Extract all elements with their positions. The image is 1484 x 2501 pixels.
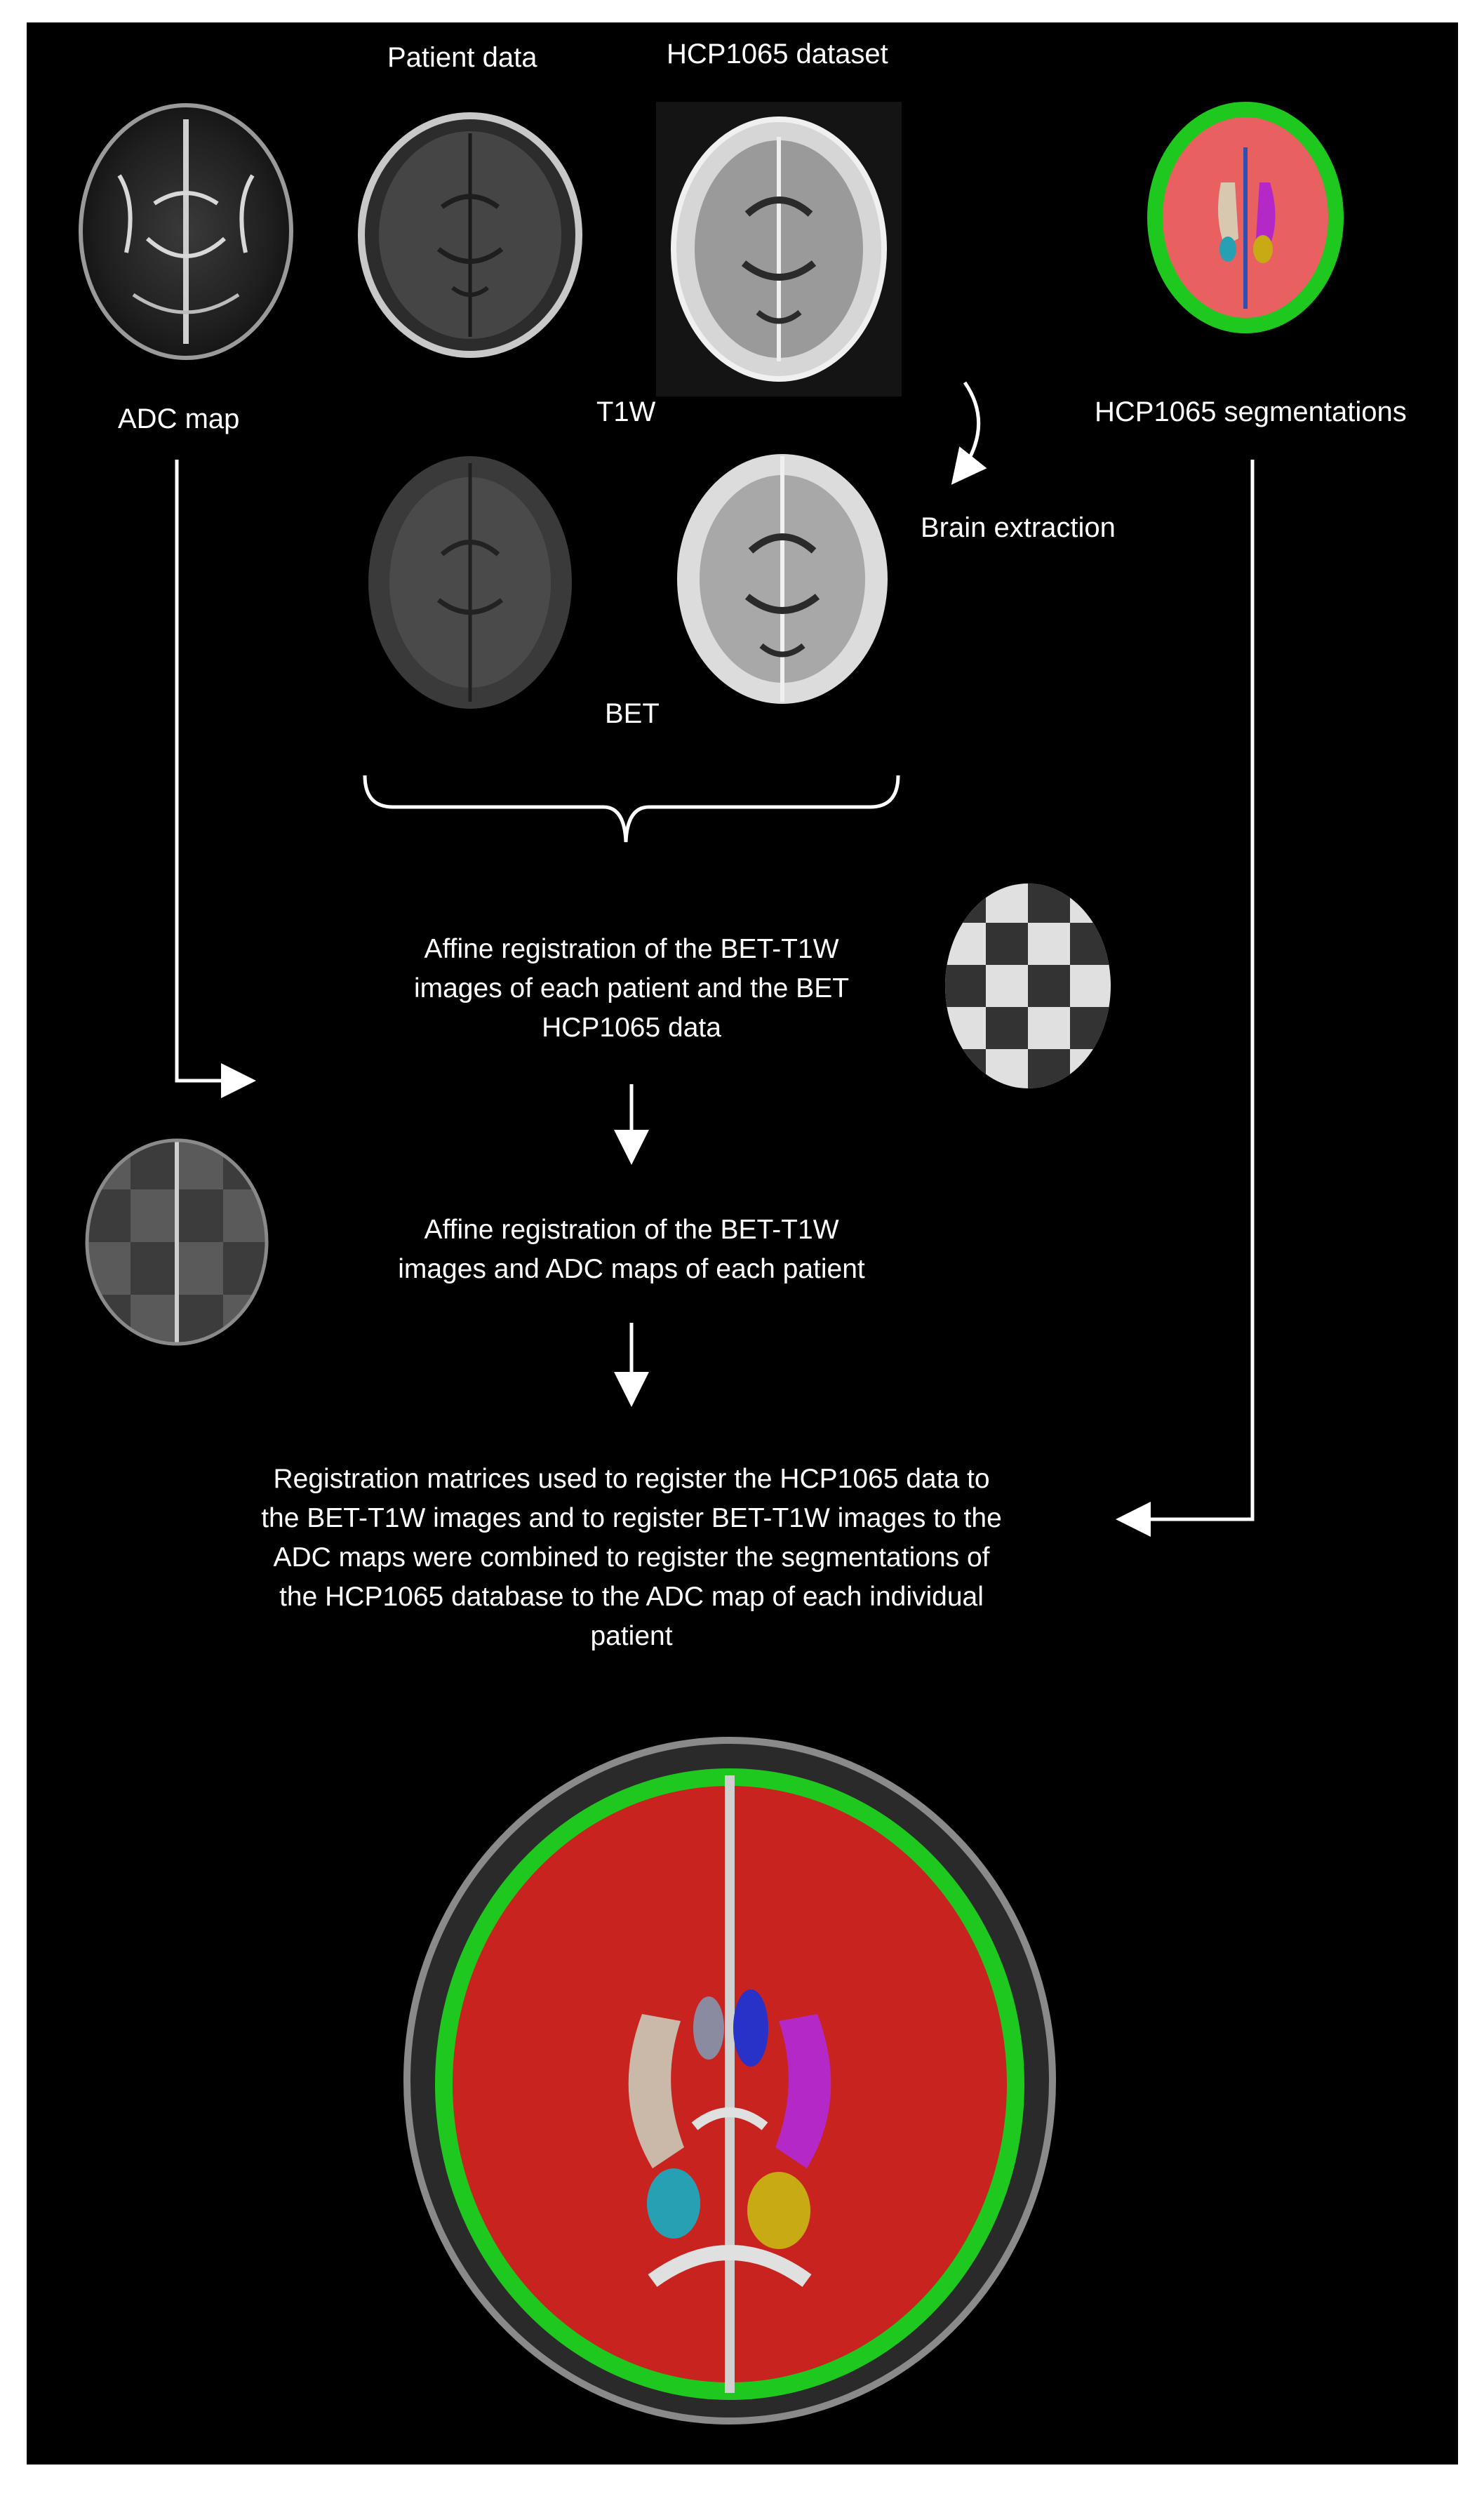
step3-line: the BET-T1W images and to register BET-T…	[261, 1503, 1002, 1533]
step3-line: patient	[590, 1621, 673, 1651]
patient-data-label: Patient data	[387, 42, 537, 73]
adc-map-image	[79, 103, 293, 360]
adc-to-step1-arrow	[175, 460, 256, 1098]
brain-extraction-curve-arrow	[951, 381, 987, 485]
patient-t1w-image	[358, 112, 582, 358]
step1-line: Affine registration of the BET-T1W	[424, 934, 839, 964]
bet-label: BET	[605, 698, 660, 729]
final-segmentation-on-adc-image	[403, 1737, 1056, 2425]
step3-line: ADC maps were combined to register the s…	[273, 1542, 990, 1573]
segmentation-to-step3-arrow	[1116, 460, 1255, 1537]
hcp-segmentation-image	[1147, 102, 1344, 333]
step2-text: Affine registration of the BET-T1W image…	[316, 1211, 947, 1289]
step1-line: HCP1065 data	[542, 1013, 721, 1043]
adc-map-label: ADC map	[118, 404, 240, 434]
step3-line: the HCP1065 database to the ADC map of e…	[279, 1582, 984, 1612]
step1-text: Affine registration of the BET-T1W image…	[316, 930, 947, 1048]
bet-bracket	[363, 775, 900, 843]
adc-checkerboard-image	[85, 1138, 269, 1346]
step2-line: images and ADC maps of each patient	[398, 1254, 865, 1284]
checkerboard-registration-image	[945, 883, 1111, 1088]
step3-text: Registration matrices used to register t…	[196, 1460, 1067, 1656]
step2-line: Affine registration of the BET-T1W	[424, 1215, 839, 1245]
hcp-t1w-image	[656, 102, 902, 396]
t1w-label: T1W	[596, 396, 656, 427]
step1-line: images of each patient and the BET	[413, 973, 850, 1003]
hcp-dataset-label: HCP1065 dataset	[667, 39, 888, 69]
step3-line: Registration matrices used to register t…	[273, 1464, 990, 1494]
hcp-bet-image	[677, 454, 888, 704]
brain-extraction-label: Brain extraction	[921, 512, 1116, 543]
hcp-segmentations-label: HCP1065 segmentations	[1095, 396, 1407, 427]
patient-bet-image	[368, 456, 572, 709]
